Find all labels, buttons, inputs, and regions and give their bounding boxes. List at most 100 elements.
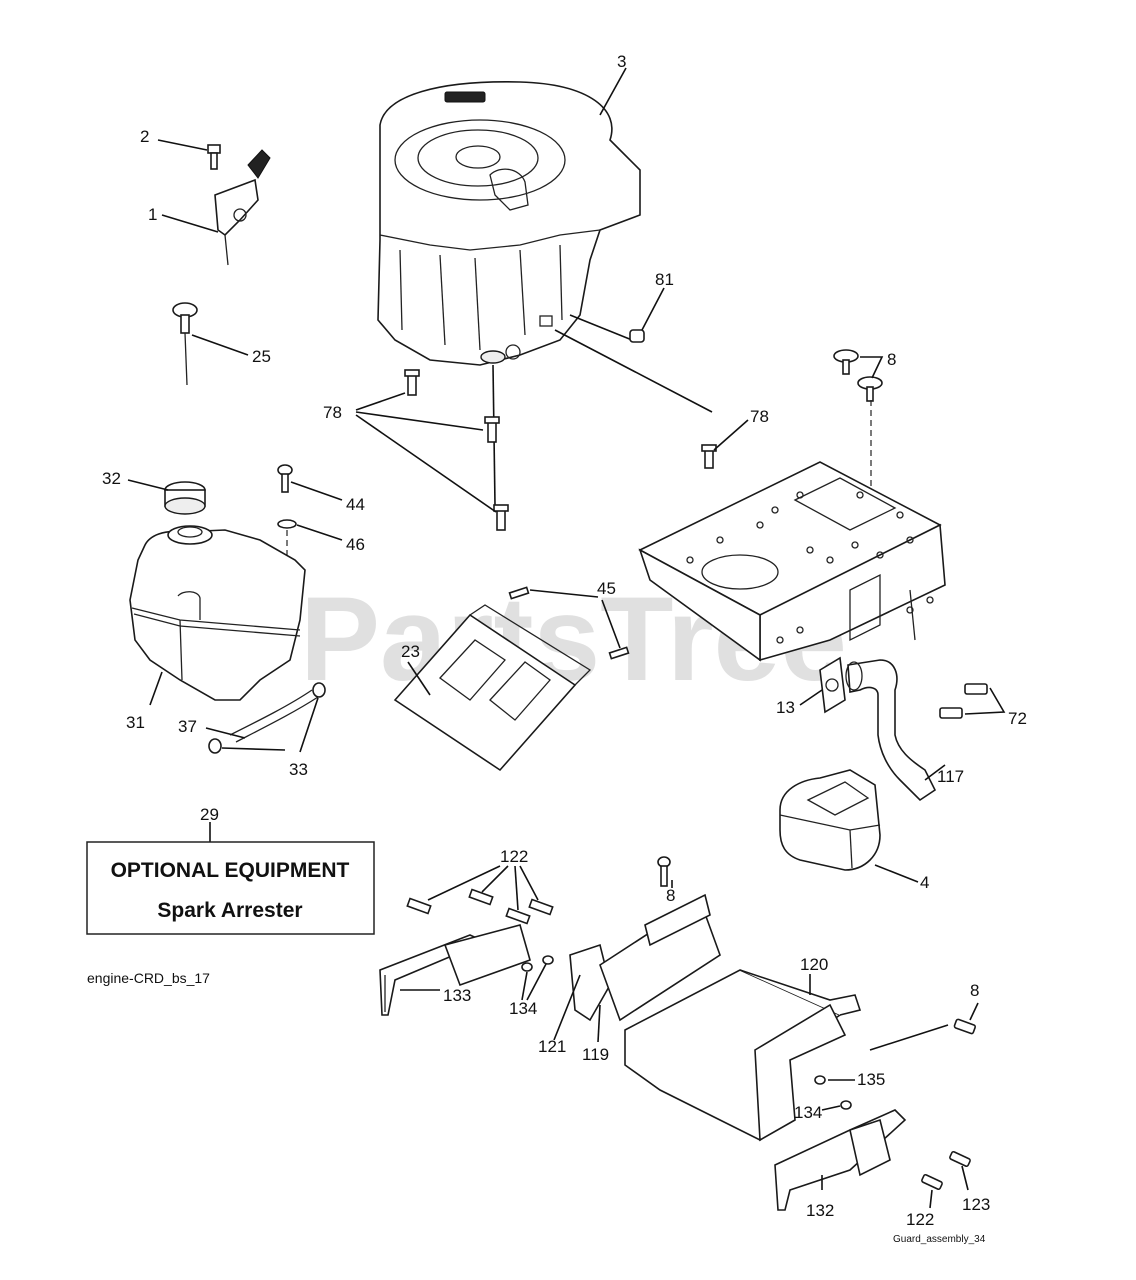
label-3[interactable]: 3 [617, 52, 626, 71]
footer-code: Guard_assembly_34 [893, 1234, 986, 1245]
leader-32 [127, 479, 169, 491]
leader-72 [964, 687, 1006, 715]
muffler-4[interactable] [779, 769, 881, 871]
exhaust-pipe-117[interactable] [845, 659, 937, 802]
leader-134-right [821, 1105, 841, 1111]
label-33[interactable]: 33 [289, 760, 308, 779]
leader-4 [874, 864, 919, 883]
leader-122-b [481, 865, 509, 893]
leader-8-top [860, 356, 884, 379]
leader-33-b [299, 697, 319, 753]
label-4[interactable]: 4 [920, 873, 929, 892]
label-134-left[interactable]: 134 [509, 999, 537, 1018]
dipstick-25[interactable] [172, 302, 198, 386]
label-132[interactable]: 132 [806, 1201, 834, 1220]
leader-134-left-b [526, 963, 547, 1001]
hose-clamps-33[interactable] [208, 682, 326, 754]
washer-46[interactable] [277, 519, 297, 529]
label-122-bottom[interactable]: 122 [906, 1210, 934, 1229]
fuel-tank-31[interactable] [129, 525, 306, 701]
bolts-72[interactable] [939, 683, 988, 719]
leader-81 [641, 287, 665, 331]
label-121[interactable]: 121 [538, 1037, 566, 1056]
label-78-right[interactable]: 78 [750, 407, 769, 426]
label-122-top[interactable]: 122 [500, 847, 528, 866]
leader-122-d [519, 865, 539, 901]
guard-plate-120[interactable] [624, 969, 862, 1142]
label-37[interactable]: 37 [178, 717, 197, 736]
label-31[interactable]: 31 [126, 713, 145, 732]
bolts-bottom[interactable] [921, 1151, 971, 1190]
leader-45-b [601, 599, 621, 649]
leader-78a-2 [355, 411, 484, 431]
bracket-assembly [443, 893, 721, 1022]
leader-13 [799, 689, 823, 706]
label-135[interactable]: 135 [857, 1070, 885, 1089]
leader-engine-81 [569, 314, 633, 341]
label-23[interactable]: 23 [401, 642, 420, 661]
diagram-code: engine-CRD_bs_17 [87, 970, 210, 986]
screw-2[interactable] [207, 144, 221, 170]
frame-plate [638, 461, 946, 662]
label-2[interactable]: 2 [140, 127, 149, 146]
screw-44[interactable] [277, 464, 293, 493]
leader-122-c [514, 865, 519, 911]
leader-23 [407, 661, 431, 696]
leader-1 [161, 214, 219, 233]
throttle-control-1[interactable] [214, 149, 271, 266]
label-81[interactable]: 81 [655, 270, 674, 289]
label-133[interactable]: 133 [443, 986, 471, 1005]
heat-shield-23[interactable] [393, 604, 592, 772]
label-119[interactable]: 119 [582, 1045, 609, 1064]
bolts-8-top[interactable] [833, 349, 883, 402]
label-32[interactable]: 32 [102, 469, 121, 488]
leader-122-bottom [929, 1189, 933, 1209]
label-25[interactable]: 25 [252, 347, 271, 366]
label-117[interactable]: 117 [937, 767, 964, 786]
gasket-13[interactable] [819, 656, 846, 714]
leader-44 [290, 481, 343, 501]
leader-33-a [221, 747, 286, 751]
label-8-middle[interactable]: 8 [666, 886, 675, 905]
label-8-top[interactable]: 8 [887, 350, 896, 369]
bolts-122-top[interactable] [406, 888, 554, 925]
bolt-8-middle[interactable] [657, 856, 671, 887]
fuel-cap-32[interactable] [164, 481, 206, 515]
leader-123 [961, 1165, 969, 1191]
leader-122-a [427, 865, 501, 901]
label-46[interactable]: 46 [346, 535, 365, 554]
label-1[interactable]: 1 [148, 205, 157, 224]
label-13[interactable]: 13 [776, 698, 795, 717]
leader-2 [157, 139, 208, 151]
leader-46 [296, 524, 343, 541]
label-123[interactable]: 123 [962, 1195, 990, 1214]
washers-134-left[interactable] [521, 955, 554, 972]
optional-heading: OPTIONAL EQUIPMENT [111, 859, 350, 882]
bolts-78[interactable] [404, 369, 717, 531]
leader-134-left-a [521, 971, 528, 1001]
bolt-8-right[interactable] [953, 1018, 977, 1035]
label-72[interactable]: 72 [1008, 709, 1027, 728]
bolts-45[interactable] [508, 586, 630, 660]
label-44[interactable]: 44 [346, 495, 365, 514]
label-8-right[interactable]: 8 [970, 981, 979, 1000]
nut-81[interactable] [629, 329, 645, 343]
label-78-left[interactable]: 78 [323, 403, 342, 422]
washers-right[interactable] [814, 1075, 852, 1110]
label-29[interactable]: 29 [200, 805, 219, 824]
axis-8-right [869, 1024, 949, 1051]
engine-part[interactable] [377, 81, 641, 366]
leader-31 [149, 671, 163, 706]
leader-45-a [529, 589, 599, 598]
leader-engine-78 [554, 329, 713, 413]
leader-3 [599, 67, 627, 116]
optional-equipment-box: OPTIONAL EQUIPMENT Spark Arrester [86, 841, 375, 935]
side-panel-132[interactable] [774, 1109, 907, 1211]
label-120[interactable]: 120 [800, 955, 828, 974]
label-45[interactable]: 45 [597, 579, 616, 598]
leader-117 [924, 764, 946, 781]
leader-8-right [969, 1002, 979, 1021]
leader-25 [191, 334, 249, 356]
label-134-right[interactable]: 134 [794, 1103, 822, 1122]
